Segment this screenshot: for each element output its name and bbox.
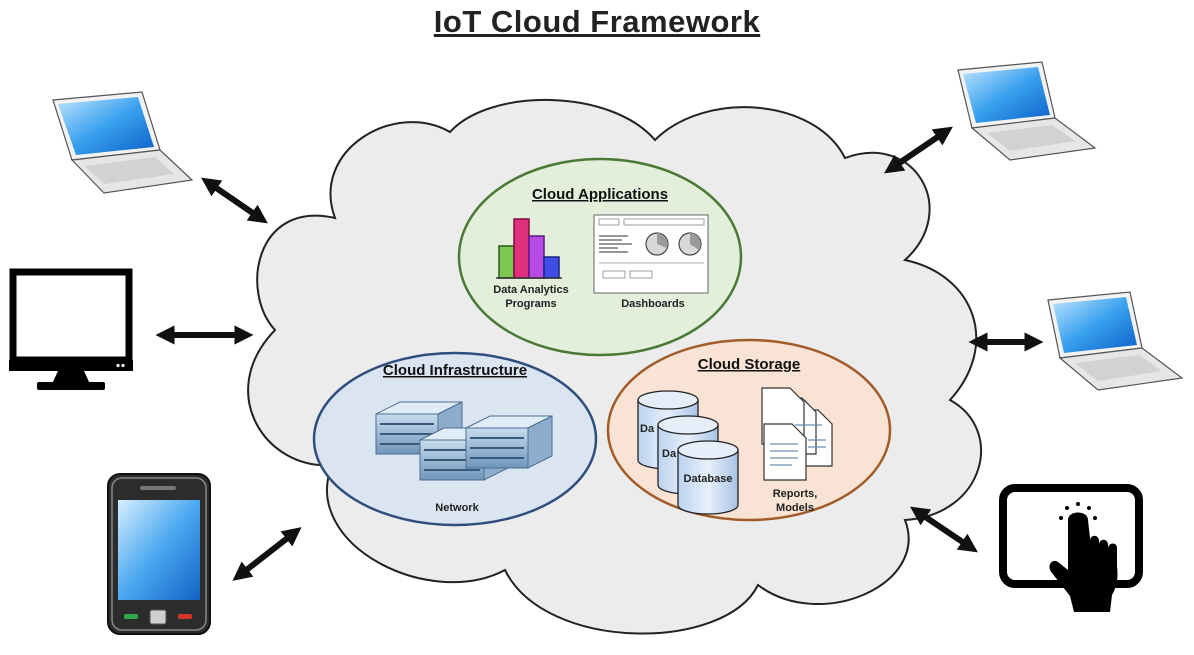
connection-arrow	[910, 506, 978, 553]
database-label: Database	[684, 473, 733, 485]
server-rack-icon	[375, 401, 553, 481]
database-label-partial-1: Da	[640, 423, 655, 435]
network-label: Network	[435, 502, 479, 514]
monitor-icon	[9, 268, 133, 390]
connection-arrow	[232, 527, 302, 581]
connection-arrow	[201, 177, 268, 224]
database-stack-icon: Da Da Database	[637, 390, 739, 515]
smartphone-icon	[107, 473, 211, 635]
programs-label: Programs	[505, 298, 556, 310]
cloud-storage-heading: Cloud Storage	[698, 356, 801, 373]
cloud-infrastructure-heading: Cloud Infrastructure	[383, 362, 527, 379]
database-label-partial-2: Da	[662, 448, 677, 460]
documents-icon	[761, 387, 833, 481]
reports-label: Reports,	[773, 488, 818, 500]
tablet-icon	[999, 484, 1143, 612]
dashboard-icon	[593, 214, 709, 294]
connection-arrow	[884, 126, 953, 174]
cloud-applications-heading: Cloud Applications	[532, 186, 668, 203]
laptop-icon	[1047, 291, 1184, 391]
models-label: Models	[776, 502, 814, 514]
bar-chart-icon	[496, 218, 562, 279]
data-analytics-label: Data Analytics	[493, 284, 568, 296]
laptop-icon	[52, 91, 194, 194]
laptop-icon	[957, 61, 1097, 161]
diagram-title: IoT Cloud Framework	[433, 4, 761, 39]
dashboards-label: Dashboards	[621, 298, 685, 310]
